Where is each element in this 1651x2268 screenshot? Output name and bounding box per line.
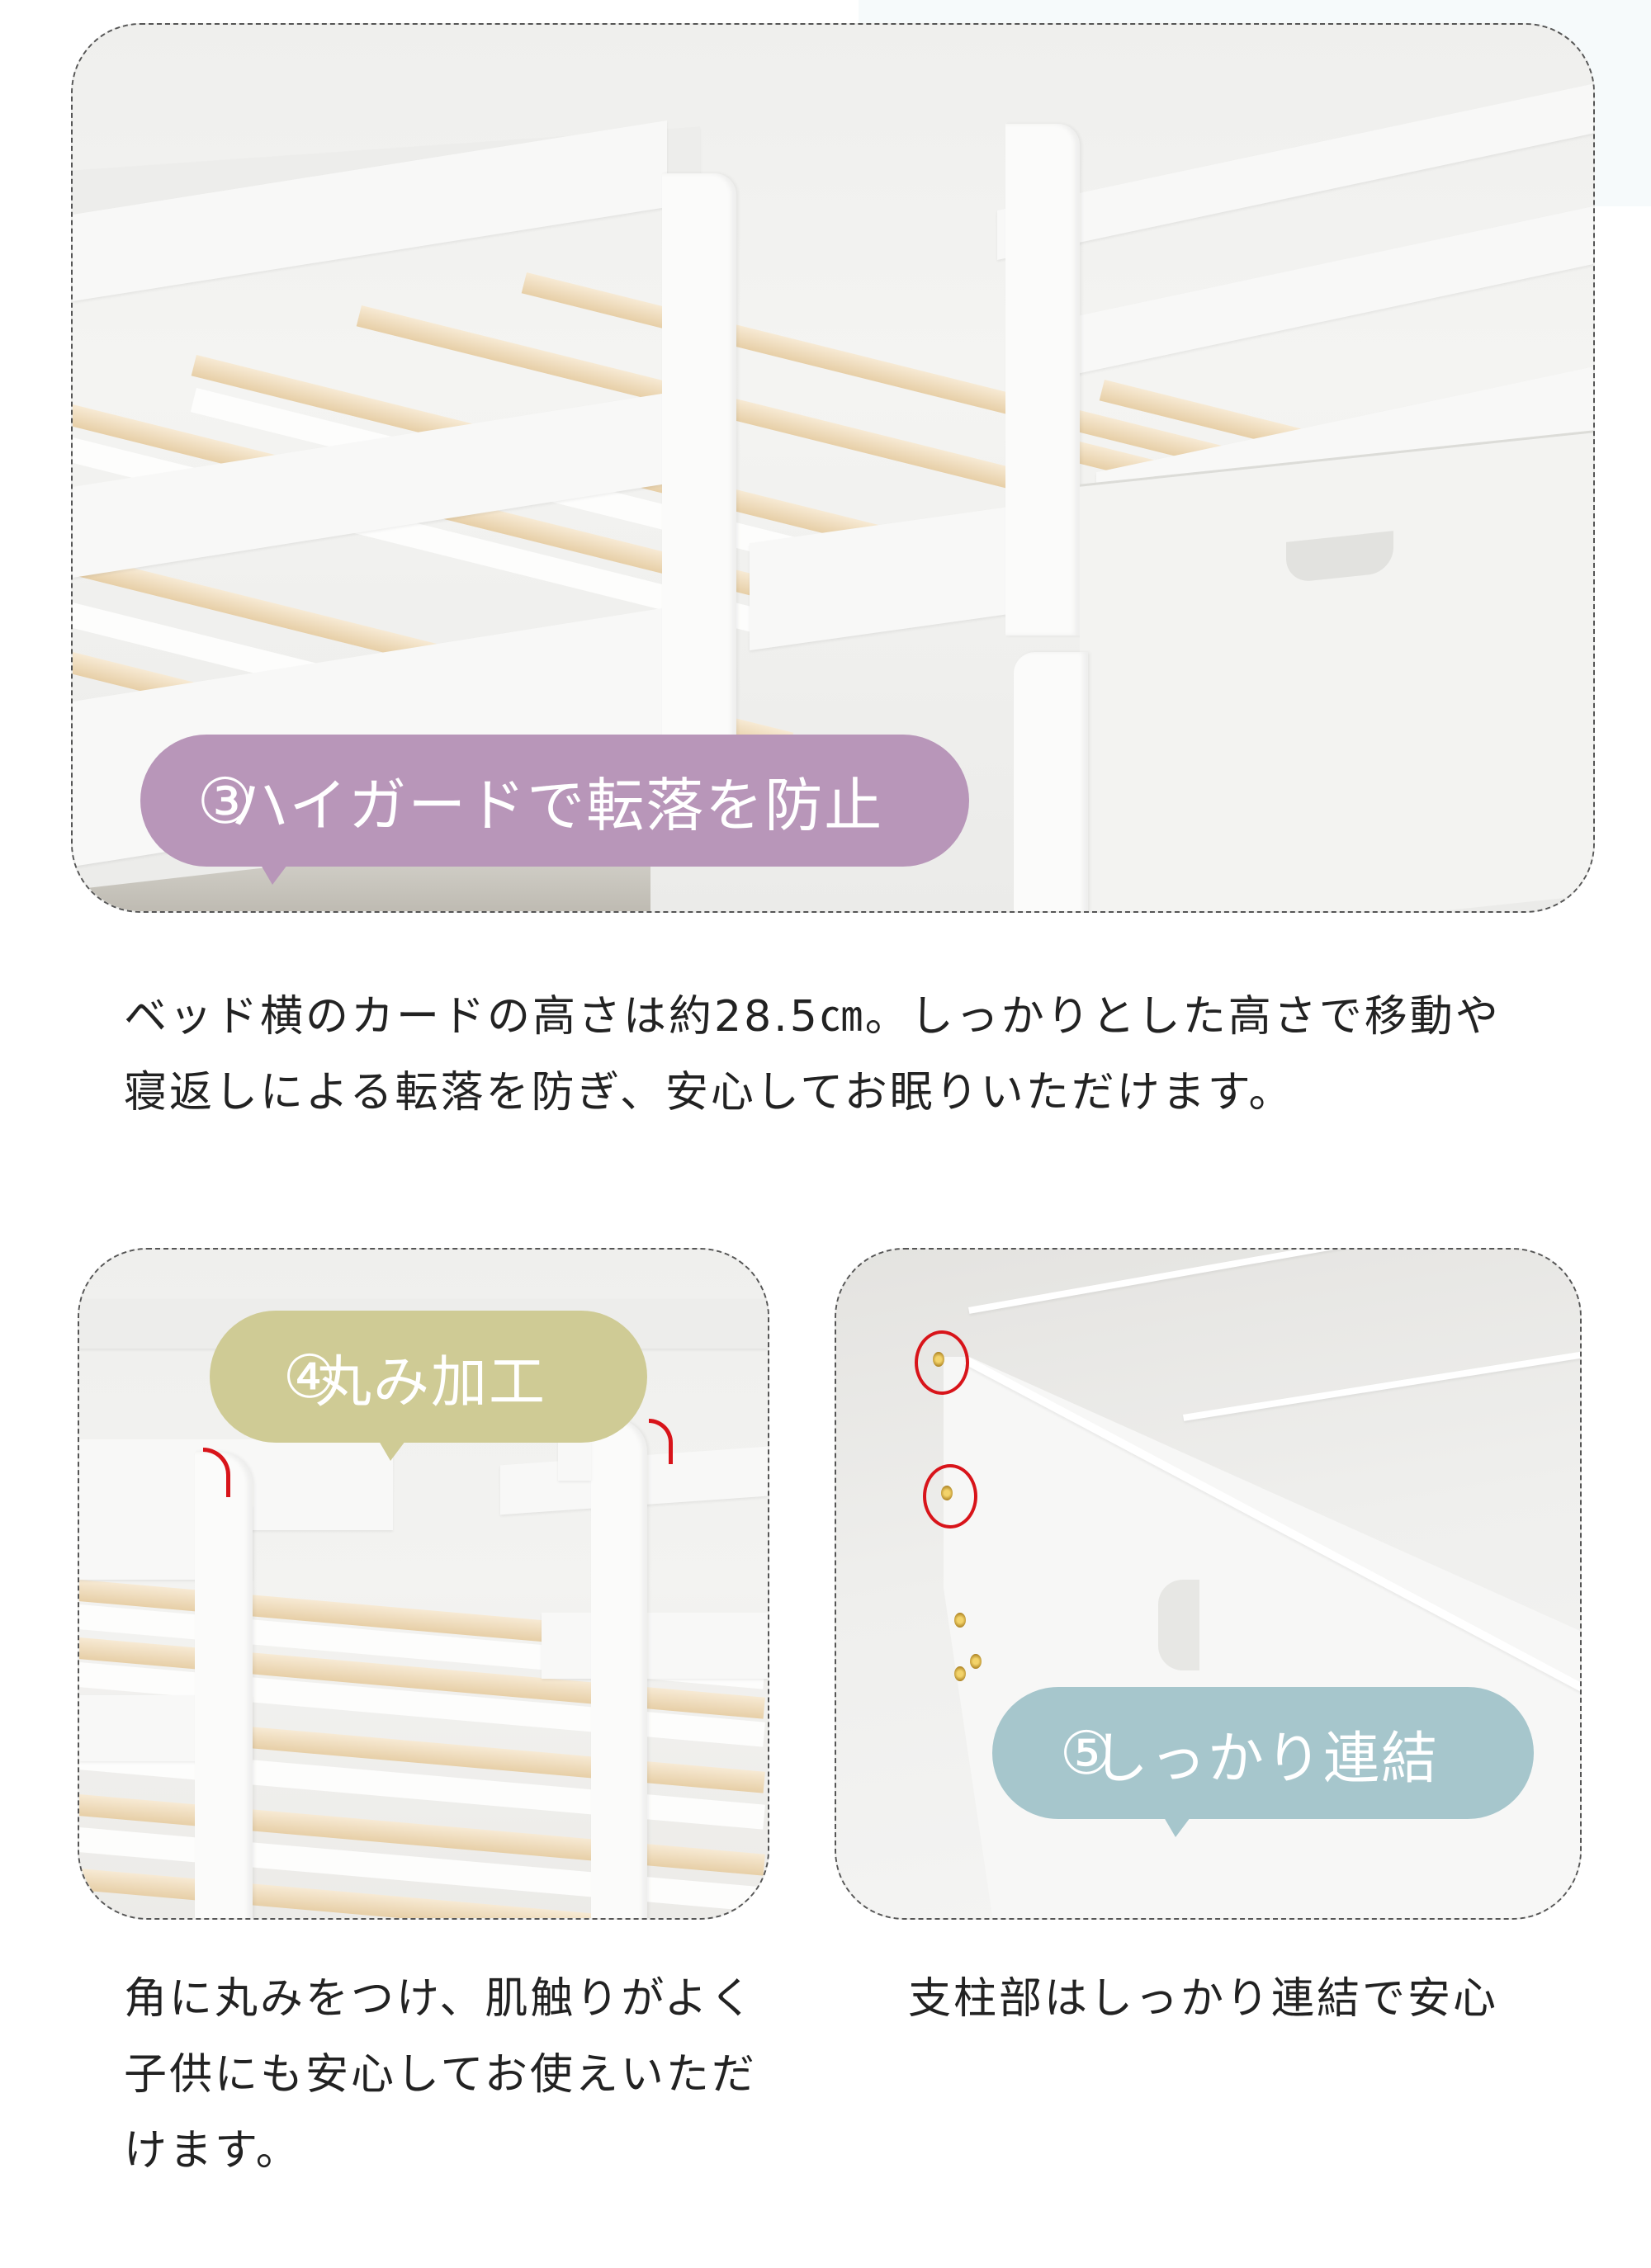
callout-title: しっかり連結: [1091, 1726, 1439, 1792]
description-line: 寝返しによる転落を防ぎ、安心してお眠りいただけます。: [124, 1068, 1294, 1117]
description-high-guard: ベッド横のカードの高さは約28.5㎝。しっかりとした高さで移動や 寝返しによる転…: [124, 979, 1501, 1131]
callout-bubble-rounded-corners: ④ 丸み加工: [210, 1311, 647, 1461]
photo-card-firm-connection: ⑤ しっかり連結: [835, 1248, 1582, 1920]
description-rounded-corners: 角に丸みをつけ、肌触りがよく 子供にも安心してお使えいただ けます。: [124, 1961, 757, 2189]
screw: [933, 1352, 944, 1367]
screw: [941, 1486, 953, 1500]
rounded-post: [591, 1419, 647, 1918]
screw: [970, 1654, 982, 1669]
callout-bubble-high-guard: ③ ハイガードで転落を防止: [140, 735, 969, 885]
screw-highlight: [915, 1330, 969, 1395]
screw: [954, 1666, 966, 1681]
guard-post: [1005, 124, 1080, 636]
description-firm-connection: 支柱部はしっかり連結で安心: [908, 1961, 1498, 2037]
rounded-edge-highlight: [649, 1419, 673, 1464]
screw-highlight: [923, 1464, 977, 1529]
photo-card-high-guard: ③ ハイガードで転落を防止: [71, 23, 1595, 913]
guard-post: [662, 173, 736, 743]
description-line: けます。: [124, 2126, 301, 2176]
callout-title: ハイガードで転落を防止: [230, 771, 884, 839]
bubble-tail: [1164, 1817, 1190, 1837]
rounded-post: [195, 1452, 253, 1918]
description-line: 子供にも安心してお使えいただ: [124, 2050, 757, 2100]
screw: [954, 1613, 966, 1628]
description-line: 角に丸みをつけ、肌触りがよく: [124, 1974, 755, 2024]
callout-title: 丸み加工: [315, 1349, 546, 1415]
photo-card-rounded-corners: ④ 丸み加工: [78, 1248, 769, 1920]
description-line: 支柱部はしっかり連結で安心: [908, 1974, 1499, 2024]
callout-bubble-firm-connection: ⑤ しっかり連結: [992, 1687, 1534, 1837]
bubble-tail: [379, 1441, 405, 1461]
bubble-tail: [261, 865, 287, 885]
description-line: ベッド横のカードの高さは約28.5㎝。しっかりとした高さで移動や: [124, 992, 1501, 1042]
